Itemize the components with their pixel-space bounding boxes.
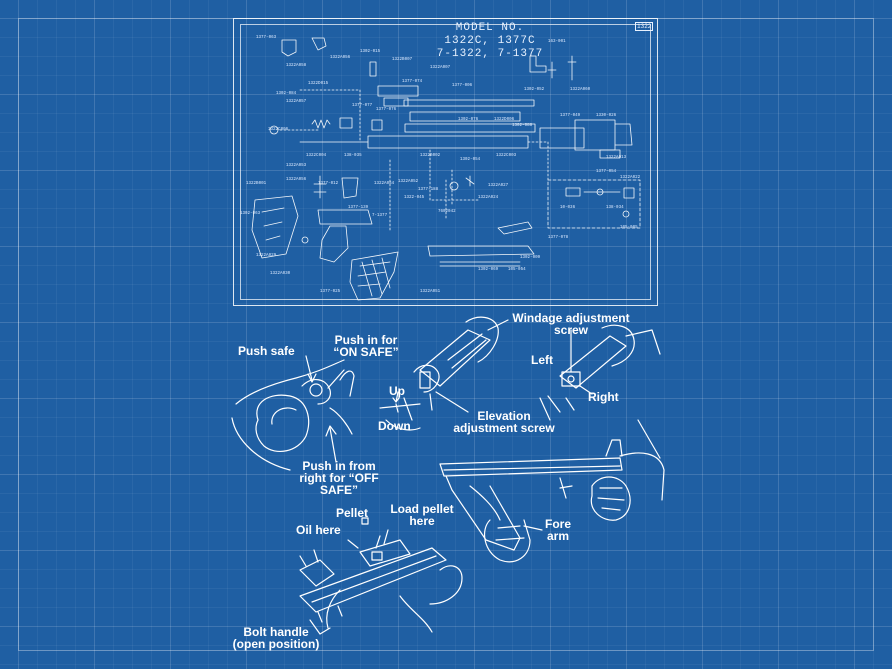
label-bolt-handle: Bolt handle (open position)	[226, 626, 326, 650]
label-windage-adjustment-screw: Windage adjustment screw	[508, 312, 634, 336]
part-number-label: 1322-045	[404, 196, 425, 200]
part-number-label: 1322D006	[494, 118, 515, 122]
label-load-pellet-line1: Load pellet	[390, 502, 454, 516]
part-number-label: 1322A052	[398, 180, 419, 184]
part-number-label: 1322A022	[620, 176, 641, 180]
label-down: Down	[378, 419, 411, 433]
label-fore-arm-line1: Fore	[544, 517, 571, 531]
label-windage-line1: Windage adjustment	[512, 311, 630, 325]
part-number-label: 1322A030	[270, 272, 291, 276]
model-number-title: MODEL NO. 1322C, 1377C 7-1322, 7-1377	[405, 22, 575, 61]
part-number-label: 1302-076	[458, 118, 479, 122]
rear-sight-elevation-illustration	[379, 316, 509, 431]
part-number-label: 1322A057	[286, 100, 307, 104]
label-push-in-off-safe-line1: Push in from	[302, 459, 376, 473]
label-fore-arm: Fore arm	[540, 518, 576, 542]
part-number-label: 163-001	[548, 40, 566, 44]
fore-arm-illustration	[439, 419, 665, 563]
part-number-label: 1377-078	[548, 236, 569, 240]
part-number-label: 1322B007	[392, 58, 413, 62]
part-number-label: 1302-084	[276, 92, 297, 96]
part-number-label: 1377-139	[348, 206, 369, 210]
part-number-label: 10-036	[560, 206, 576, 210]
part-number-label: 1302-052	[524, 88, 545, 92]
label-pellet: Pellet	[336, 506, 369, 520]
label-bolt-handle-line2: (open position)	[232, 637, 320, 651]
label-oil-here: Oil here	[296, 523, 341, 537]
part-number-label: 1377-054	[596, 170, 617, 174]
parts-diagram-inner-border	[240, 24, 651, 300]
part-number-label: 1377-063	[256, 36, 277, 40]
part-number-label: 7-1377	[372, 214, 388, 218]
sheet-number: 1322	[635, 22, 654, 31]
part-number-label: 1377-025	[320, 290, 341, 294]
part-number-label: 1377-077	[352, 104, 373, 108]
label-up: Up	[389, 384, 405, 398]
label-left: Left	[531, 353, 553, 367]
label-push-in-off-safe: Push in from right for “OFF SAFE”	[296, 460, 382, 496]
part-number-label: 1322A058	[286, 64, 307, 68]
model-title-line3: 7-1322, 7-1377	[436, 48, 544, 60]
part-number-label: 1322C003	[496, 154, 517, 158]
part-number-label: 1322A027	[488, 184, 509, 188]
part-number-label: 1377-006	[452, 84, 473, 88]
part-number-label: 1322A024	[478, 196, 499, 200]
part-number-label: 1302-069	[478, 268, 499, 272]
part-number-label: 1322A051	[420, 290, 441, 294]
part-number-label: 1377-188	[418, 188, 439, 192]
part-number-label: 1302-054	[460, 158, 481, 162]
part-number-label: 1322D015	[308, 82, 329, 86]
part-number-label: 1377-012	[318, 182, 339, 186]
safety-illustration	[231, 355, 355, 471]
model-title-line1: MODEL NO.	[455, 22, 525, 34]
label-bolt-handle-line1: Bolt handle	[243, 625, 309, 639]
part-number-label: 1377-074	[402, 80, 423, 84]
part-number-label: 1322A056	[286, 178, 307, 182]
label-load-pellet-here: Load pellet here	[386, 503, 458, 527]
part-number-label: 1302-063	[240, 212, 261, 216]
label-push-in-on-safe-line2: “ON SAFE”	[333, 345, 399, 359]
label-push-in-off-safe-line3: SAFE”	[319, 483, 358, 497]
label-elevation-line1: Elevation	[477, 409, 531, 423]
label-push-in-on-safe: Push in for “ON SAFE”	[327, 334, 405, 358]
part-number-label: 1322A029	[256, 254, 277, 258]
part-number-label: 7602042	[438, 210, 456, 214]
part-number-label: 1302-009	[520, 256, 541, 260]
part-number-label: 1302-015	[360, 50, 381, 54]
part-number-label: 1322B001	[246, 182, 267, 186]
part-number-label: 1330-026	[596, 114, 617, 118]
label-elevation-line2: adjustment screw	[453, 421, 555, 435]
part-number-label: 1322A054	[374, 182, 395, 186]
label-push-in-off-safe-line2: right for “OFF	[299, 471, 379, 485]
part-number-label: 1302-088	[512, 124, 533, 128]
rear-sight-windage-illustration	[539, 324, 661, 421]
label-push-in-on-safe-line1: Push in for	[334, 333, 398, 347]
model-title-line2: 1322C, 1377C	[444, 35, 536, 47]
part-number-label: 1322A007	[430, 66, 451, 70]
part-number-label: 1377-076	[376, 108, 397, 112]
part-number-label: 1322C004	[306, 154, 327, 158]
bolt-loading-illustration	[299, 517, 463, 635]
label-right: Right	[588, 390, 619, 404]
part-number-label: 1322A053	[286, 164, 307, 168]
label-fore-arm-line2: arm	[546, 529, 569, 543]
exploded-parts-drawing	[251, 37, 641, 301]
part-number-label: 1322A060	[570, 88, 591, 92]
label-push-safe: Push safe	[238, 344, 295, 358]
label-elevation-adjustment-screw: Elevation adjustment screw	[448, 410, 560, 434]
part-number-label: 105-054	[508, 268, 526, 272]
label-load-pellet-line2: here	[409, 514, 435, 528]
part-number-label: 1377-049	[560, 114, 581, 118]
label-windage-line2: screw	[553, 323, 589, 337]
part-number-label: 1322A056	[330, 56, 351, 60]
part-number-label: 138-034	[606, 206, 624, 210]
parts-diagram-sheet	[233, 18, 658, 306]
part-number-label: 138-035	[344, 154, 362, 158]
